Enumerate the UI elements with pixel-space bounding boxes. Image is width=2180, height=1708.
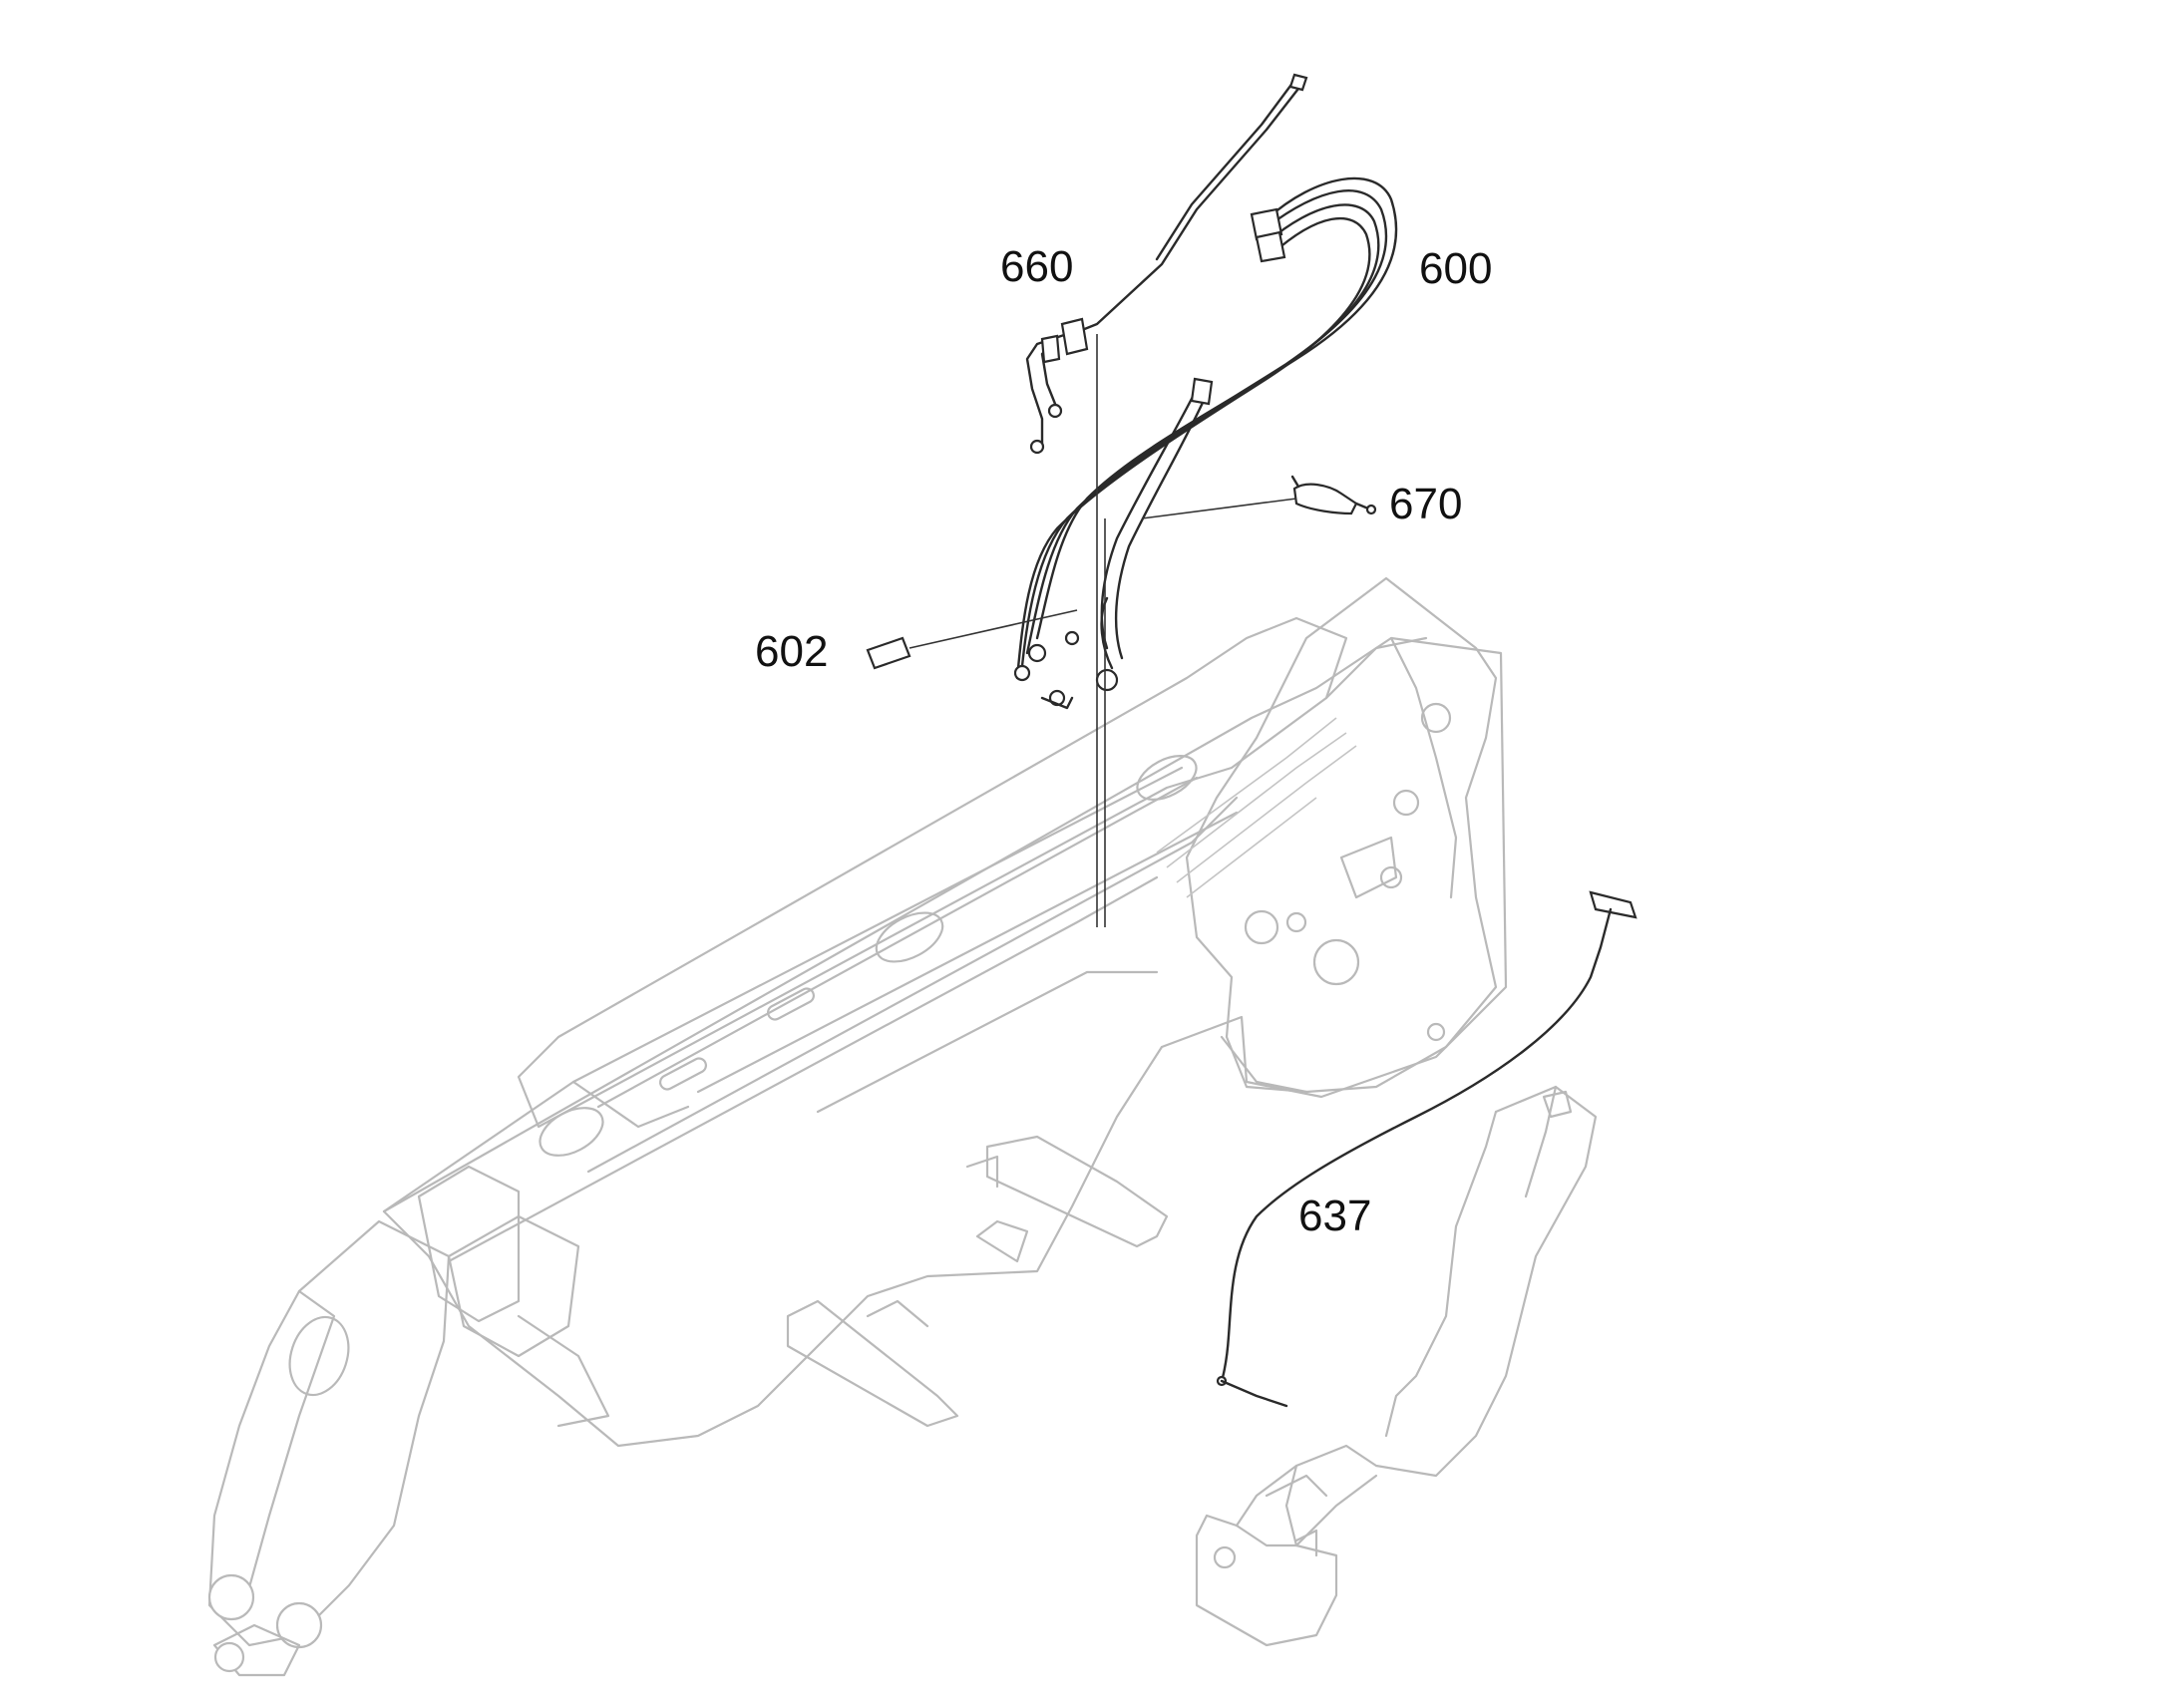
part-600-hose-bundle xyxy=(1013,176,1398,710)
callout-600: 600 xyxy=(1419,244,1492,293)
callout-602: 602 xyxy=(755,627,828,676)
callout-labels: 660 600 670 602 637 xyxy=(755,242,1492,1240)
leader-lines xyxy=(908,334,1297,927)
callout-637: 637 xyxy=(1298,1192,1371,1240)
part-670-clamp xyxy=(1290,475,1377,515)
leader-670 xyxy=(1141,498,1297,519)
callout-670: 670 xyxy=(1389,480,1462,528)
part-602-fitting xyxy=(866,636,911,670)
frame-structure xyxy=(207,576,1598,1677)
part-660-hose xyxy=(1025,73,1308,455)
callout-660: 660 xyxy=(1000,242,1073,291)
leader-602 xyxy=(908,609,1078,649)
part-637-cable xyxy=(1216,890,1637,1408)
